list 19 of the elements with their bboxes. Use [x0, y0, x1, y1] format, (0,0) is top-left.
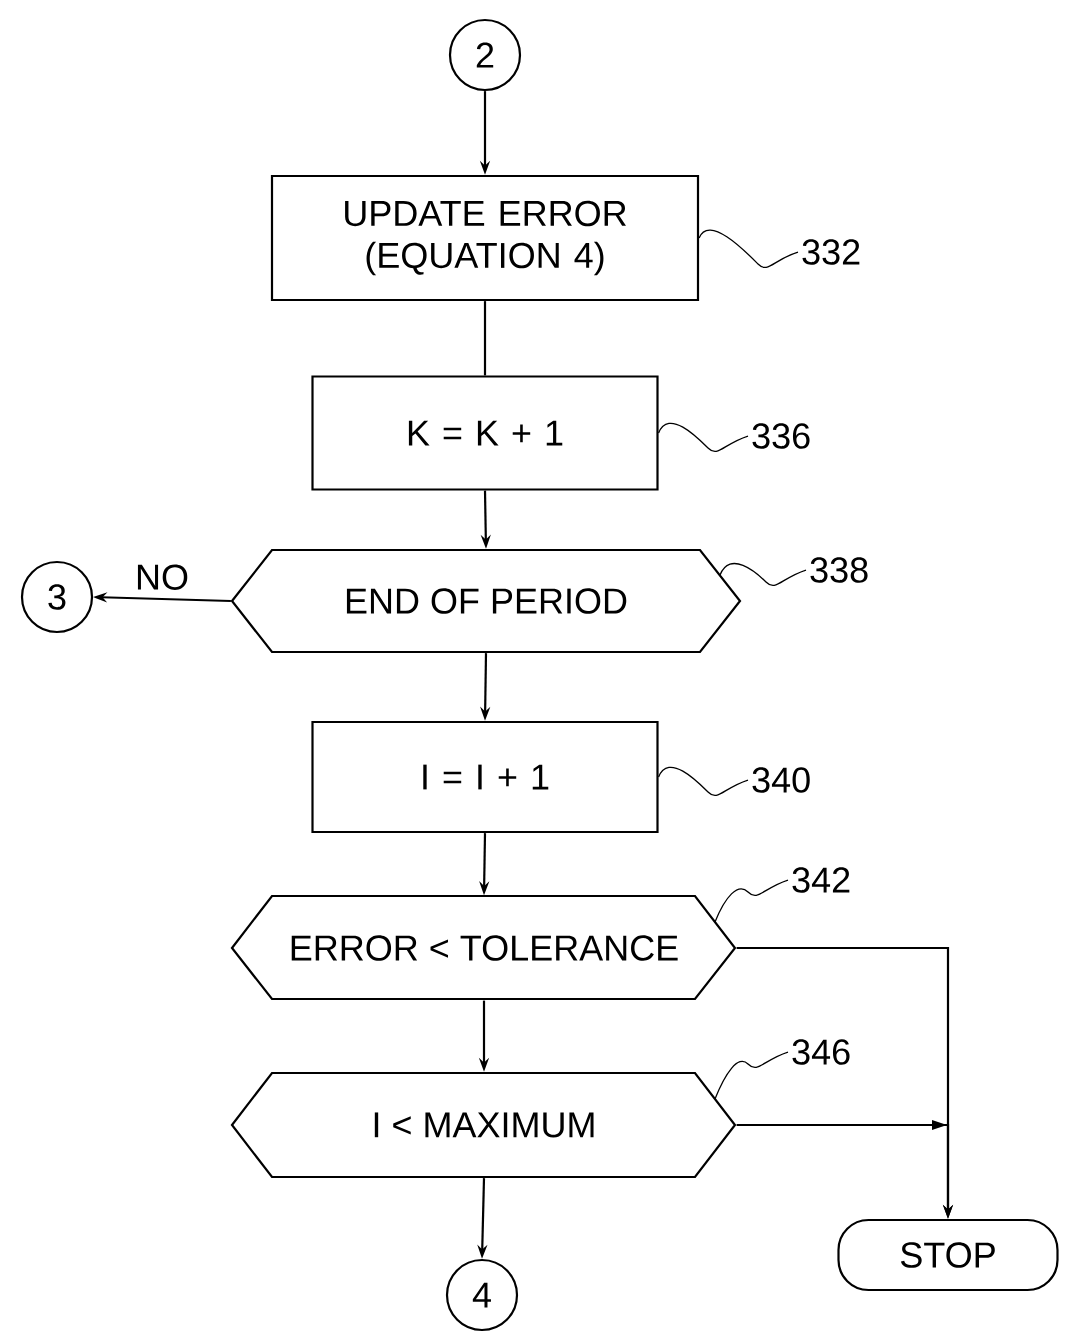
reference-number: 332	[802, 239, 860, 265]
decision-hexagon: END OF PERIOD	[230, 548, 742, 654]
process-box: K = K + 1	[311, 375, 659, 491]
process-box: UPDATE ERROR (EQUATION 4)	[270, 174, 700, 302]
reference-number: 342	[792, 867, 850, 893]
leader-line	[719, 562, 807, 587]
reference-number: 338	[810, 557, 868, 583]
reference-number: 336	[752, 423, 810, 449]
leader-line	[657, 766, 749, 797]
reference-number: 340	[752, 767, 810, 793]
edge-label: NO	[133, 562, 191, 592]
decision-hexagon: I < MAXIMUM	[230, 1071, 737, 1179]
decision-hexagon: ERROR < TOLERANCE	[230, 894, 737, 1001]
leader-line	[657, 422, 749, 453]
reference-number: 346	[792, 1039, 850, 1065]
leader-line	[714, 1051, 789, 1100]
leader-line	[714, 879, 789, 923]
process-box: I = I + 1	[311, 720, 659, 834]
terminal-box: STOP	[837, 1218, 1059, 1292]
